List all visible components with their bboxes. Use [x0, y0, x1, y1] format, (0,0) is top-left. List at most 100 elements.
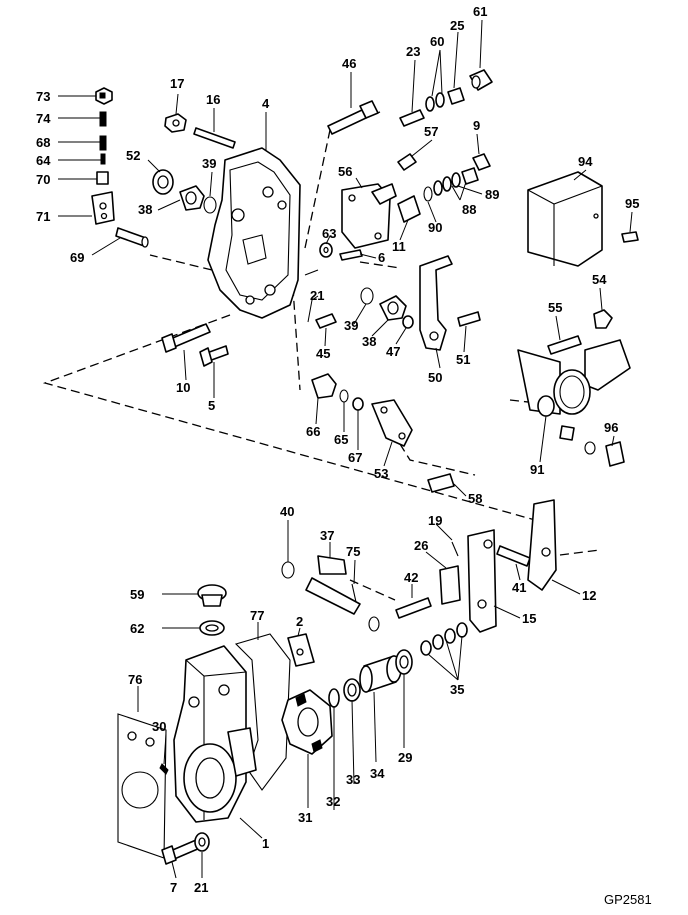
part-17-plug [164, 113, 187, 133]
callout-51: 51 [456, 352, 470, 367]
part-96-connector [584, 441, 625, 467]
part-9-sleeve [472, 153, 491, 171]
callout-74: 74 [36, 111, 51, 126]
part-2-plate [287, 633, 315, 667]
callout-17: 17 [170, 76, 184, 91]
callout-15: 15 [522, 611, 536, 626]
part-7-bolt [161, 839, 201, 865]
callout-19: 19 [428, 513, 442, 528]
callout-39: 39 [344, 318, 358, 333]
part-57-screw [397, 153, 417, 171]
callout-52: 52 [126, 148, 140, 163]
leader-lines [58, 19, 633, 879]
part-38-plug-b [379, 295, 407, 321]
part-5-bolt [199, 345, 229, 367]
part-64-pin [100, 153, 106, 165]
part-75-pin [351, 583, 357, 603]
part-60-washers [425, 92, 445, 112]
callout-37: 37 [320, 528, 334, 543]
callout-45: 45 [316, 346, 330, 361]
callout-73: 73 [36, 89, 50, 104]
part-50-lever [419, 255, 453, 351]
part-15-lever-plate [467, 529, 497, 633]
part-37-lever-shaft [305, 555, 361, 615]
part-40-oring [281, 561, 295, 579]
part-76-gasket [117, 713, 167, 859]
part-21-washer-lower [194, 832, 210, 852]
callout-77: 77 [250, 608, 264, 623]
callout-23: 23 [406, 44, 420, 59]
callout-33: 33 [346, 772, 360, 787]
part-54-nut [593, 309, 613, 329]
callout-11: 11 [392, 239, 406, 254]
callout-59: 59 [130, 587, 144, 602]
part-21-spring-upper [304, 269, 319, 276]
callout-76: 76 [128, 672, 142, 687]
callout-30: 30 [152, 719, 166, 734]
part-68-spring [99, 135, 107, 151]
part-oring-shaft-end [368, 616, 380, 632]
callout-7: 7 [170, 880, 177, 895]
part-58-screw [427, 473, 455, 493]
part-19-clip [451, 541, 459, 557]
callout-96: 96 [604, 420, 618, 435]
callout-31: 31 [298, 810, 312, 825]
part-29-bearing [395, 649, 413, 675]
part-51-screw [457, 311, 481, 327]
callout-57: 57 [424, 124, 438, 139]
callout-89: 89 [485, 187, 499, 202]
callout-29: 29 [398, 750, 412, 765]
part-74-spring [99, 111, 107, 127]
part-59-plug [197, 584, 227, 607]
callout-4: 4 [262, 96, 270, 111]
callout-61: 61 [473, 4, 487, 19]
part-16-rod [193, 127, 236, 149]
callout-60: 60 [430, 34, 444, 49]
callout-54: 54 [592, 272, 607, 287]
part-26-link [439, 565, 461, 605]
callout-50: 50 [428, 370, 442, 385]
callout-46: 46 [342, 56, 356, 71]
callout-67: 67 [348, 450, 362, 465]
part-12-lever [527, 499, 557, 591]
callout-41: 41 [512, 580, 526, 595]
callout-69: 69 [70, 250, 84, 265]
part-38-plug-a [179, 185, 205, 211]
callout-38: 38 [138, 202, 152, 217]
callout-21: 21 [310, 288, 324, 303]
callout-40: 40 [280, 504, 294, 519]
part-63-washer [319, 242, 333, 258]
part-91-solenoid [517, 339, 631, 441]
part-89-washers [433, 172, 461, 196]
callout-56: 56 [338, 164, 352, 179]
part-31-flyweight-holder [281, 689, 333, 755]
callout-71: 71 [36, 209, 50, 224]
callout-2: 2 [296, 614, 303, 629]
callout-94: 94 [578, 154, 593, 169]
callout-58: 58 [468, 491, 482, 506]
callout-12: 12 [582, 588, 596, 603]
callout-6: 6 [378, 250, 385, 265]
callout-91: 91 [530, 462, 544, 477]
part-39-oring-a [203, 196, 217, 214]
callout-39: 39 [202, 156, 216, 171]
callout-38: 38 [362, 334, 376, 349]
callout-10: 10 [176, 380, 190, 395]
part-35-washers [420, 622, 468, 656]
part-55-spring [547, 335, 582, 355]
part-77-gasket [234, 633, 291, 791]
callout-42: 42 [404, 570, 418, 585]
callout-90: 90 [428, 220, 442, 235]
callout-64: 64 [36, 153, 51, 168]
part-88-nut [461, 167, 479, 185]
callout-labels: 73 74 68 64 70 71 69 17 16 4 52 39 38 46… [36, 4, 639, 895]
callout-68: 68 [36, 135, 50, 150]
part-56-cover-plate [341, 183, 397, 249]
part-4-governor-housing [207, 147, 301, 319]
callout-75: 75 [346, 544, 360, 559]
figure-code: GP2581 [604, 892, 652, 907]
callout-1: 1 [262, 836, 269, 851]
part-30-key [159, 763, 169, 775]
part-34-sleeve [359, 655, 402, 693]
part-53-bracket [371, 399, 413, 447]
